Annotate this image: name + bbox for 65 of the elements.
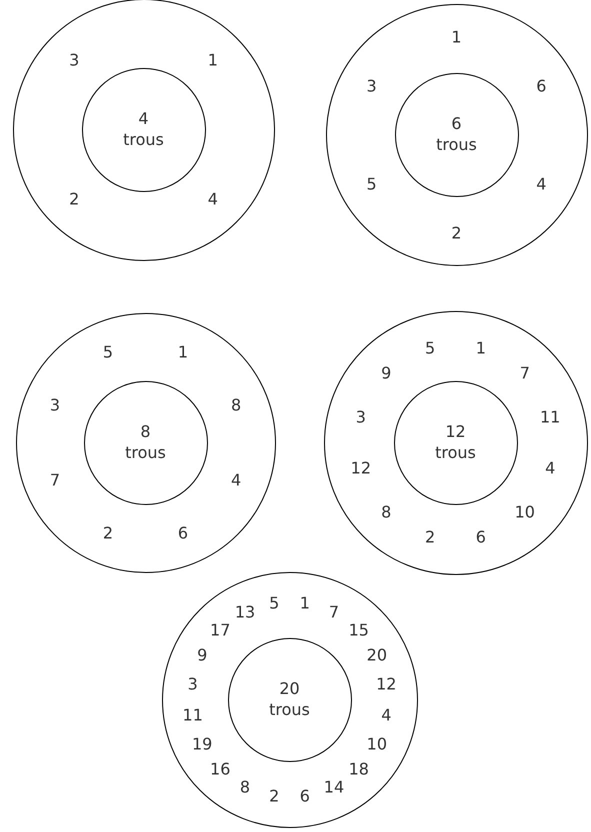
bore-circle [394,380,518,504]
bore-circle [84,380,208,504]
bolt-number: 18 [348,759,369,778]
bolt-number: 4 [545,458,556,478]
hole-count-text: 12 trous [434,422,477,464]
bolt-number: 2 [69,189,80,208]
bolt-number: 1 [208,50,218,70]
bolt-number: 1 [476,338,486,358]
bolt-number: 13 [234,602,256,622]
bolt-number: 8 [230,395,242,414]
bolt-number: 1 [300,593,310,612]
bolt-number: 5 [102,342,114,362]
bolt-number: 3 [366,76,377,95]
bolt-number: 9 [197,646,208,664]
bolt-number: 8 [381,502,392,522]
hole-count-text: 4 trous [122,108,165,150]
bore-circle [82,68,206,192]
bolt-number: 1 [451,27,462,46]
bolt-number: 11 [540,408,560,427]
bolt-number: 7 [520,364,530,383]
bolt-number: 10 [514,502,535,522]
bolt-number: 4 [536,174,546,193]
flange-circle [16,313,276,573]
bolt-number: 8 [240,777,250,796]
bolt-number: 11 [182,705,203,724]
bolt-number: 7 [50,470,60,490]
bolt-number: 4 [230,470,242,490]
bolt-number: 10 [366,734,387,754]
bolt-number: 6 [178,524,188,543]
bolt-number: 1 [178,342,188,362]
bolt-number: 2 [102,524,114,543]
flange-circle [162,572,418,828]
bore-circle [394,72,518,196]
bolt-number: 9 [381,364,392,383]
bolt-number: 16 [210,759,230,778]
bolt-number: 5 [366,174,377,193]
bolt-number: 5 [425,338,436,358]
bolt-number: 17 [210,620,230,640]
bolt-number: 19 [192,734,212,754]
bolt-number: 4 [208,189,218,208]
bolt-number: 3 [69,50,80,70]
hole-count-text: 20 trous [268,678,311,720]
bolt-number: 7 [328,602,340,622]
bolt-number: 3 [356,408,366,427]
bolt-number: 3 [50,395,60,414]
bolt-number: 20 [366,646,387,664]
bolt-number: 6 [300,786,310,806]
bolt-number: 3 [188,674,198,694]
bolt-number: 5 [269,593,280,612]
bolt-number: 4 [381,705,392,724]
flange-circle [13,0,275,261]
flange-circle [326,4,588,266]
bore-circle [228,638,352,762]
bolt-number: 14 [324,777,344,796]
bolt-number: 6 [476,528,486,547]
bolt-number: 12 [376,674,396,694]
flange-circle [324,311,588,575]
bolt-number: 12 [350,458,371,478]
bolt-number: 2 [451,223,462,242]
bolt-number: 2 [425,528,436,547]
bolt-number: 2 [269,786,280,806]
bolt-number: 15 [348,620,369,640]
hole-count-text: 8 trous [124,422,167,464]
bolt-number: 6 [536,76,546,95]
hole-count-text: 6 trous [435,114,478,156]
